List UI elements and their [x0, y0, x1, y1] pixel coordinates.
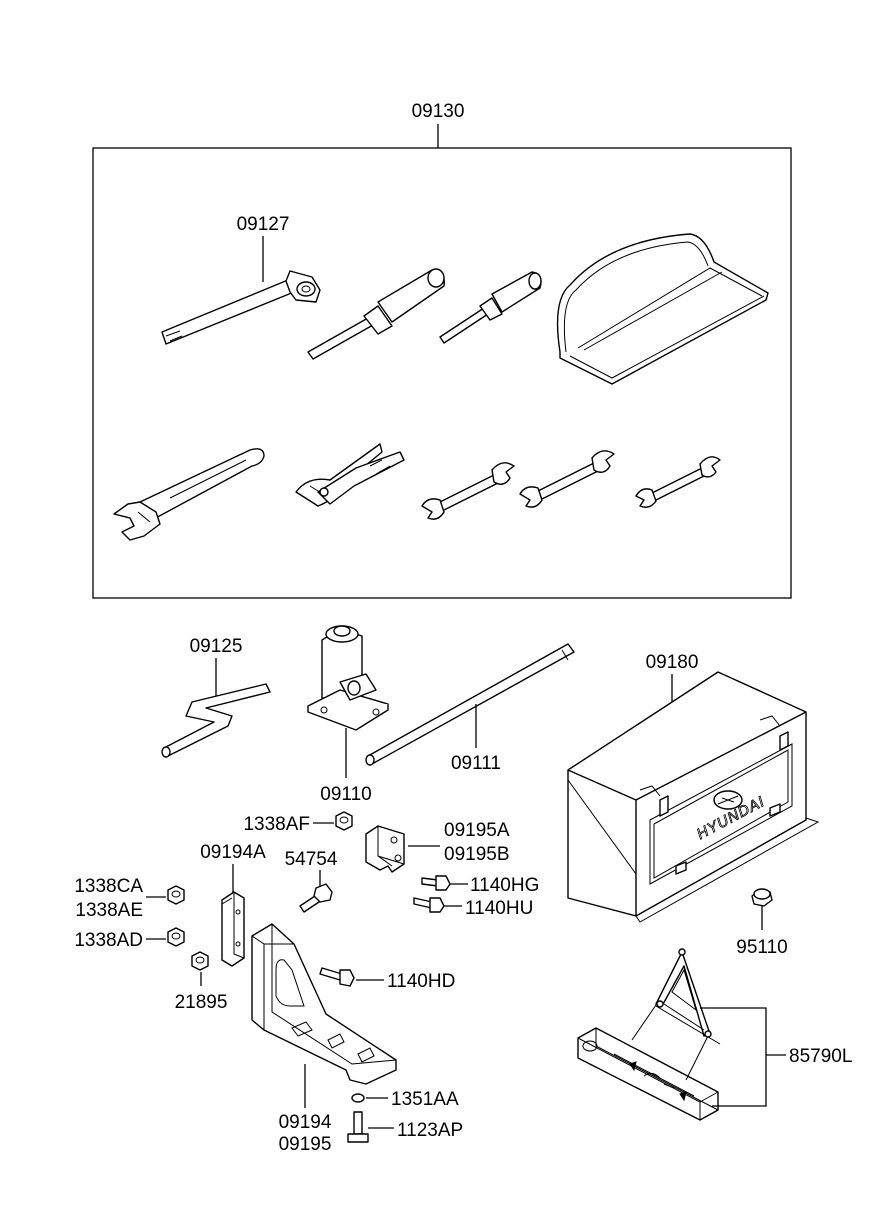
warning-triangle-icon: [577, 948, 721, 1121]
label-bracket-a: 09195A: [444, 820, 510, 841]
extension-bar-icon: [365, 643, 575, 766]
tool-kit-frame: [92, 147, 792, 599]
label-triangle: 85790L: [789, 1046, 852, 1067]
label-bolt-1140hu: 1140HU: [465, 898, 533, 919]
bolt-1140hu-icon: [413, 897, 445, 913]
nut-1338af-icon: [335, 811, 353, 831]
label-bracket-09195: 09195: [279, 1134, 332, 1155]
label-tool-box: 09180: [646, 652, 699, 673]
label-nut-1338ca: 1338CA: [74, 876, 143, 897]
label-bolt-1140hg: 1140HG: [470, 875, 539, 896]
bracket-09194a-icon: [221, 891, 245, 967]
adjustable-wrench-icon: [113, 448, 265, 541]
nut-21895-icon: [191, 951, 209, 971]
wheel-wrench-icon: [161, 270, 321, 345]
label-nut-1338af: 1338AF: [243, 814, 310, 835]
nut-1338ca-icon: [167, 885, 185, 905]
label-bolt-1123ap: 1123AP: [397, 1120, 463, 1141]
bolt-1140hg-icon: [421, 875, 451, 891]
tool-tray-icon: [556, 233, 769, 385]
screwdriver-large-icon: [307, 268, 445, 360]
leader-triangle-bracket: [700, 1007, 767, 1107]
label-tool-kit: 09130: [412, 101, 465, 122]
label-bolt-54754: 54754: [285, 849, 338, 870]
open-end-wrench-1-icon: [421, 462, 515, 520]
washer-1351aa-icon: [351, 1093, 365, 1103]
nut-1338ad-icon: [167, 927, 185, 947]
tool-box-icon: HYUNDAI: [567, 671, 820, 923]
label-washer-1351aa: 1351AA: [391, 1089, 459, 1110]
bolt-1140hd-icon: [319, 967, 355, 987]
open-end-wrench-2-icon: [519, 450, 615, 508]
label-nut-1338ad: 1338AD: [74, 930, 143, 951]
screwdriver-small-icon: [439, 271, 542, 344]
label-jack-handle: 09125: [190, 636, 243, 657]
label-bolt-1140hd: 1140HD: [387, 971, 455, 992]
bolt-54754-icon: [299, 883, 333, 913]
pliers-icon: [295, 443, 405, 507]
jack-icon: [307, 625, 389, 731]
label-bracket-09194a: 09194A: [200, 842, 266, 863]
jack-handle-icon: [161, 683, 271, 758]
label-jack: 09110: [320, 784, 371, 805]
label-extension-bar: 09111: [451, 753, 501, 774]
bolt-1123ap-icon: [347, 1111, 369, 1143]
bracket-09195-icon: [365, 825, 405, 873]
bracket-09194-icon: [251, 923, 397, 1085]
open-end-wrench-3-icon: [635, 456, 721, 508]
label-wheel-wrench: 09127: [237, 214, 290, 235]
clip-95110-icon: [751, 888, 773, 907]
label-bracket-09194: 09194: [279, 1112, 332, 1133]
label-nut-1338ae: 1338AE: [75, 900, 143, 921]
label-bracket-b: 09195B: [444, 844, 510, 865]
label-nut-21895: 21895: [175, 992, 228, 1013]
label-clip-95110: 95110: [736, 937, 787, 958]
